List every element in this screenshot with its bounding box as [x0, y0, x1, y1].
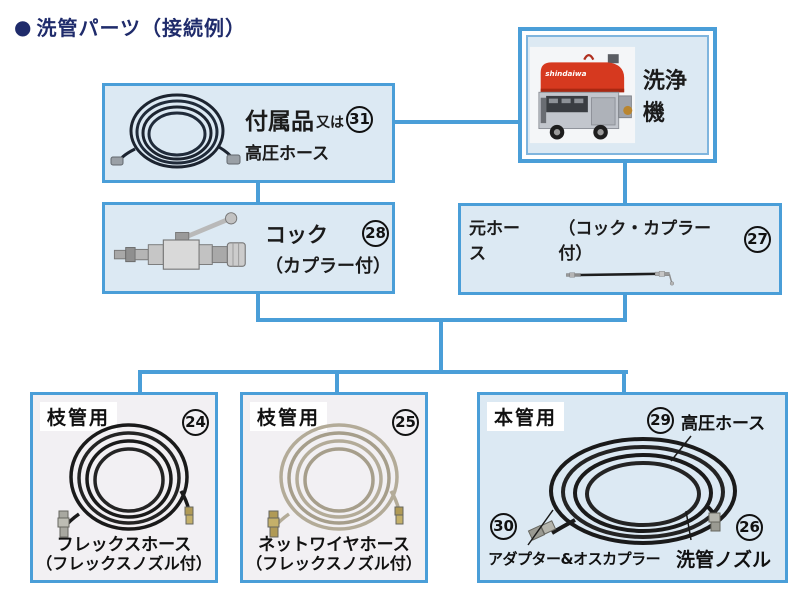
accessory-suffix: 又は [316, 115, 344, 131]
accessory-line2: 高圧ホース [245, 144, 330, 164]
cock-name: コック [265, 222, 328, 247]
accessory-text: 付属品 又は 31 高圧ホース [245, 102, 373, 164]
page-title: ● 洗管パーツ（接続例） [14, 12, 246, 41]
accessory-name: 付属品 [245, 109, 314, 135]
accessory-hose-box: 付属品 又は 31 高圧ホース [102, 83, 395, 183]
washer-box: shindaiwa 洗浄機 [518, 27, 717, 163]
branch-hose-box-25: 枝管用 25 ネットワイヤホース （フレックスノズル付） [240, 392, 428, 583]
mainpipe-hose-number-badge: 29 [647, 407, 674, 434]
branch1-usage-tag: 枝管用 [40, 402, 118, 431]
svg-text:shindaiwa: shindaiwa [545, 69, 586, 78]
connector-drop-branch2 [335, 374, 339, 394]
main-hose-number-badge: 27 [744, 225, 771, 253]
cock-valve-image [113, 212, 246, 270]
branch-hose-box-24: 枝管用 24 フレックスホース （フレックスノズル付） [30, 392, 218, 583]
title-text: 洗管パーツ（接続例） [36, 16, 247, 40]
connector-accessory-washer [393, 120, 518, 124]
cock-box: コック 28 （カプラー付） [102, 202, 395, 294]
branch2-caption2: （フレックスノズル付） [246, 554, 422, 574]
mainpipe-nozzle-number-badge: 26 [736, 514, 763, 541]
connector-bottom-horizontal [138, 370, 628, 374]
main-pipe-hose-image [527, 435, 737, 546]
connector-washer-mainhose [623, 160, 627, 205]
branch1-caption2: （フレックスノズル付） [36, 554, 212, 574]
branch1-captions: フレックスホース （フレックスノズル付） [33, 535, 215, 574]
connector-accessory-cock [256, 181, 260, 204]
washer-label: 洗浄機 [642, 69, 687, 126]
branch1-number-badge: 24 [182, 409, 209, 436]
branch2-captions: ネットワイヤホース （フレックスノズル付） [243, 535, 425, 574]
cock-sub: （カプラー付） [265, 255, 391, 277]
main-hose-sub: （コック・カプラー付） [558, 219, 712, 264]
accessory-number-badge: 31 [346, 105, 373, 133]
main-hose-name: 元ホース [469, 219, 520, 264]
main-hose-box: 元ホース （コック・カプラー付） 27 [458, 203, 782, 295]
main-pipe-box: 本管用 29 高圧ホース 30 アダプター&オスカプラー 26 洗管ノズル [477, 392, 788, 583]
connector-cock-down [256, 292, 260, 322]
title-bullet-icon: ● [14, 14, 33, 39]
mainpipe-adapter-number-badge: 30 [490, 513, 517, 540]
mainpipe-hose-label: 高圧ホース [681, 414, 766, 434]
main-hose-image [566, 271, 674, 286]
mainpipe-usage-tag: 本管用 [487, 402, 565, 431]
cock-number-badge: 28 [362, 220, 389, 247]
branch2-number-badge: 25 [392, 409, 419, 436]
branch2-caption1: ネットワイヤホース [258, 535, 410, 556]
mainpipe-adapter-label: アダプター&オスカプラー [488, 550, 661, 568]
connector-drop-branch1 [138, 374, 142, 394]
branch1-hose-image [57, 423, 194, 538]
branch2-hose-image [267, 423, 404, 538]
branch2-usage-tag: 枝管用 [250, 402, 328, 431]
mainpipe-nozzle-label: 洗管ノズル [676, 549, 772, 571]
main-hose-header: 元ホース （コック・カプラー付） 27 [469, 214, 771, 264]
connector-center-drop [439, 320, 443, 374]
washer-machine-image: shindaiwa [529, 46, 636, 144]
branch1-caption1: フレックスホース [56, 535, 192, 556]
cock-text: コック 28 （カプラー付） [265, 219, 391, 278]
connector-drop-mainpipe [622, 374, 626, 394]
connector-mainhose-down [623, 293, 627, 322]
accessory-hose-image [110, 93, 241, 169]
washer-box-inner: shindaiwa 洗浄機 [526, 35, 709, 155]
